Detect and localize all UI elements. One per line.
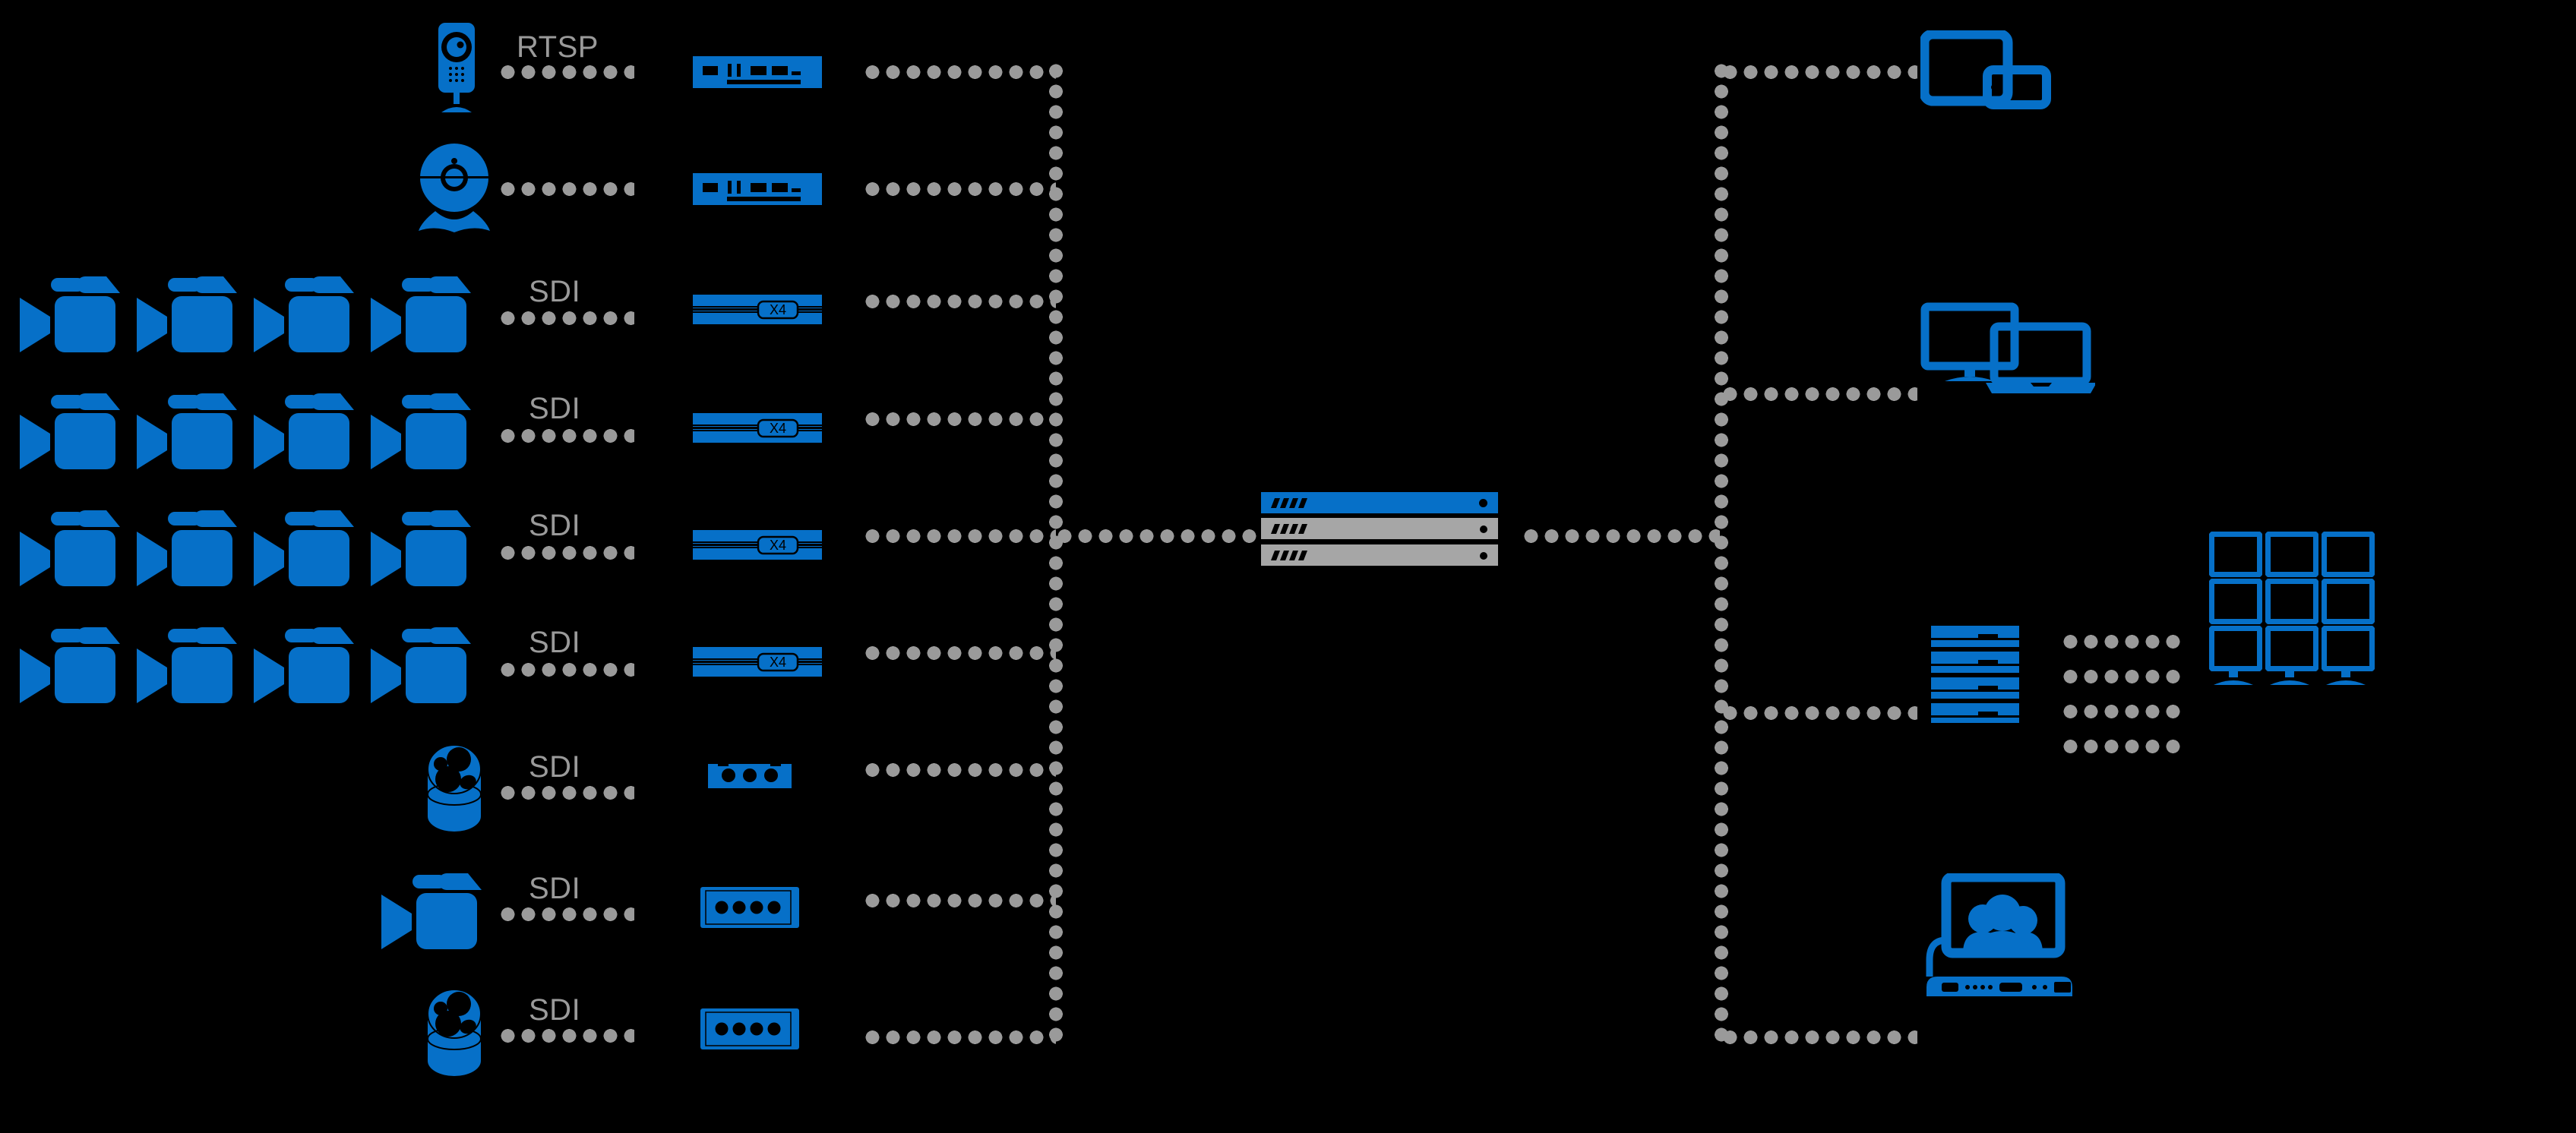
source-icon-camcorder[interactable] <box>369 620 483 711</box>
output-video-conference[interactable] <box>1920 873 2072 1002</box>
source-icon-ptz-dome-camera[interactable] <box>409 987 500 1086</box>
link-controller-to-wall <box>2060 740 2182 753</box>
server-unit-idle[interactable] <box>1261 518 1498 539</box>
encoder-small-4port[interactable] <box>700 887 799 928</box>
source-icon-ptz-dome-camera[interactable] <box>409 743 500 841</box>
link-source-to-encoder <box>498 663 634 677</box>
output-desktop-laptop[interactable] <box>1920 302 2095 401</box>
signal-label-sdi: SDI <box>529 509 581 542</box>
link-source-to-encoder <box>498 311 634 325</box>
signal-label-sdi: SDI <box>529 993 581 1027</box>
source-icon-camcorder[interactable] <box>135 620 249 711</box>
encoder-aggregation-bus <box>1049 61 1063 1042</box>
link-encoder-to-bus <box>862 412 1056 426</box>
link-encoder-to-bus <box>862 182 1056 196</box>
link-source-to-encoder <box>498 182 634 196</box>
signal-label-sdi: SDI <box>529 872 581 905</box>
video-wall-screen[interactable] <box>2209 626 2262 671</box>
encoder-small-4port[interactable] <box>700 1008 799 1049</box>
server-unit-active[interactable] <box>1261 492 1498 513</box>
link-source-to-encoder <box>498 786 634 800</box>
video-wall-screen[interactable] <box>2322 532 2375 577</box>
source-icon-camcorder[interactable] <box>18 386 132 477</box>
source-icon-ip-camera[interactable] <box>410 17 501 115</box>
link-bus-to-output <box>1720 65 1917 79</box>
source-icon-camcorder[interactable] <box>135 503 249 594</box>
link-source-to-encoder <box>498 65 634 79</box>
link-source-to-encoder <box>498 1029 634 1043</box>
encoder-sdi-x4[interactable] <box>693 530 822 562</box>
encoder-small-3port[interactable] <box>708 759 792 791</box>
link-encoder-to-bus <box>862 1030 1056 1044</box>
link-controller-to-wall <box>2060 670 2182 683</box>
link-source-to-encoder <box>498 907 634 921</box>
source-icon-camcorder[interactable] <box>135 386 249 477</box>
source-icon-camcorder[interactable] <box>252 386 366 477</box>
video-wall-screen[interactable] <box>2265 579 2318 624</box>
link-bus-to-output <box>1720 1030 1917 1044</box>
link-encoder-to-bus <box>862 295 1056 308</box>
encoder-network[interactable] <box>693 173 822 205</box>
link-encoder-to-bus <box>862 763 1056 777</box>
signal-label-sdi: SDI <box>529 392 581 425</box>
server-indicator-led <box>1480 525 1487 533</box>
link-bus-to-output <box>1720 706 1917 720</box>
source-icon-camcorder[interactable] <box>252 503 366 594</box>
video-wall-stands <box>2214 668 2366 685</box>
link-encoder-to-bus <box>862 529 1056 543</box>
distribution-bus <box>1715 61 1728 1042</box>
output-video-wall-controller[interactable] <box>1930 624 2021 723</box>
source-icon-camcorder[interactable] <box>369 503 483 594</box>
link-encoder-to-bus <box>862 894 1056 907</box>
server-unit-idle[interactable] <box>1261 544 1498 566</box>
link-source-to-encoder <box>498 546 634 560</box>
encoder-sdi-x4[interactable] <box>693 647 822 679</box>
source-icon-camcorder[interactable] <box>18 620 132 711</box>
video-wall-screen[interactable] <box>2265 626 2318 671</box>
source-icon-webcam[interactable] <box>409 135 500 234</box>
encoder-network[interactable] <box>693 56 822 88</box>
signal-label-sdi: SDI <box>529 750 581 784</box>
link-bus-to-server <box>1054 529 1260 543</box>
link-bus-to-output <box>1720 387 1917 401</box>
link-controller-to-wall <box>2060 635 2182 649</box>
server-indicator-led <box>1480 552 1487 560</box>
source-icon-camcorder[interactable] <box>369 386 483 477</box>
source-icon-camcorder[interactable] <box>18 503 132 594</box>
media-server[interactable] <box>1261 492 1498 568</box>
video-wall-screen[interactable] <box>2209 532 2262 577</box>
encoder-sdi-x4[interactable] <box>693 413 822 445</box>
link-controller-to-wall <box>2060 705 2182 718</box>
link-encoder-to-bus <box>862 65 1056 79</box>
source-icon-camcorder[interactable] <box>135 269 249 360</box>
source-icon-camcorder[interactable] <box>380 866 494 957</box>
source-icon-camcorder[interactable] <box>252 269 366 360</box>
link-server-to-bus <box>1521 529 1720 543</box>
output-tablet-phone[interactable] <box>1920 30 2057 122</box>
source-icon-camcorder[interactable] <box>252 620 366 711</box>
video-wall-screen[interactable] <box>2209 579 2262 624</box>
signal-label-sdi: SDI <box>529 626 581 659</box>
source-icon-camcorder[interactable] <box>369 269 483 360</box>
video-wall-screen[interactable] <box>2322 626 2375 671</box>
server-indicator-led <box>1479 499 1487 507</box>
link-source-to-encoder <box>498 429 634 443</box>
signal-label-sdi: SDI <box>529 275 581 308</box>
encoder-sdi-x4[interactable] <box>693 295 822 327</box>
source-icon-camcorder[interactable] <box>18 269 132 360</box>
video-wall-screen[interactable] <box>2322 579 2375 624</box>
signal-label-rtsp: RTSP <box>517 30 599 64</box>
link-encoder-to-bus <box>862 646 1056 660</box>
video-wall-screen[interactable] <box>2265 532 2318 577</box>
